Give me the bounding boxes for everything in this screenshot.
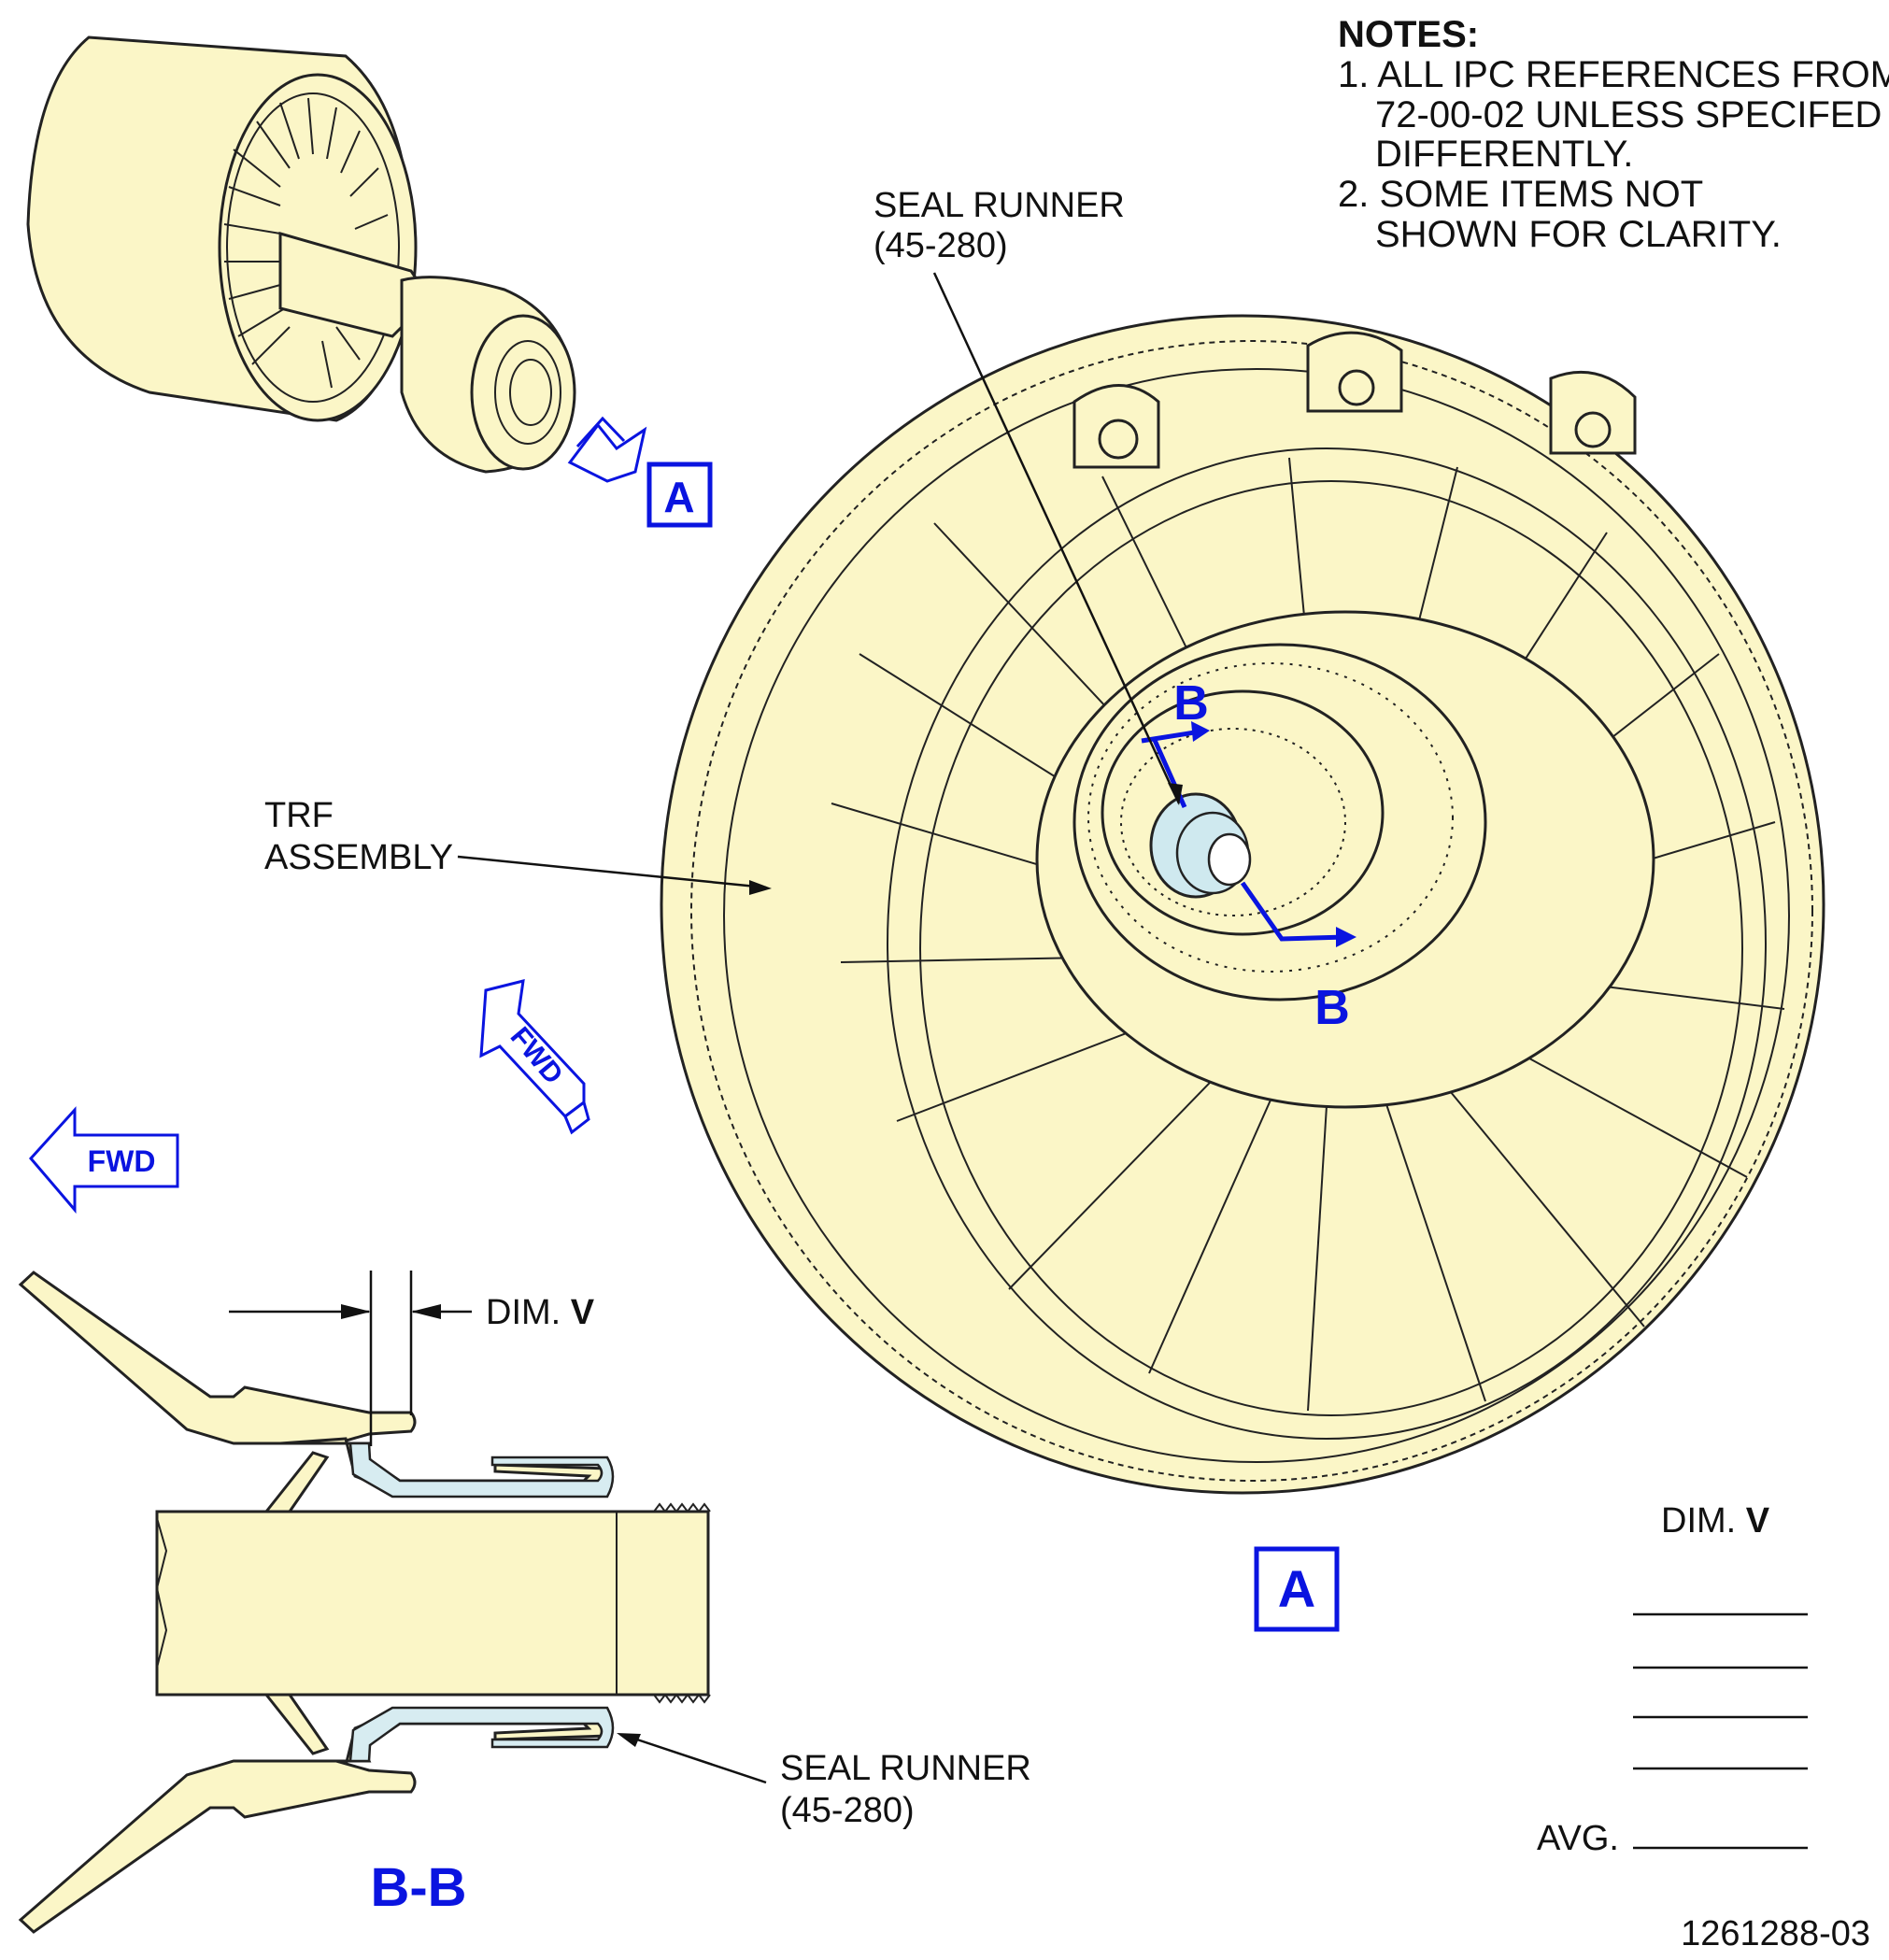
- svg-text:(45-280): (45-280): [780, 1791, 915, 1830]
- svg-text:(45-280): (45-280): [873, 226, 1008, 265]
- svg-text:DIM. V: DIM. V: [486, 1293, 595, 1332]
- svg-text:SEAL RUNNER: SEAL RUNNER: [873, 186, 1125, 225]
- svg-text:SEAL RUNNER: SEAL RUNNER: [780, 1749, 1031, 1788]
- seal-runner-label-top: SEAL RUNNER (45-280): [873, 186, 1183, 805]
- svg-text:A: A: [1278, 1559, 1315, 1618]
- note-line-4: 2. SOME ITEMS NOT: [1338, 174, 1703, 215]
- section-bb-illustration: [18, 1271, 711, 1934]
- view-a-callout-bottom: A: [1254, 1546, 1340, 1632]
- note-line-2: 72-00-02 UNLESS SPECIFED: [1375, 94, 1882, 135]
- trf-assembly-illustration: [660, 314, 1825, 1495]
- note-line-3: DIFFERENTLY.: [1375, 134, 1633, 175]
- section-b-label-bottom: B: [1314, 981, 1350, 1035]
- notes-block: NOTES: 1. ALL IPC REFERENCES FROM 72-00-…: [1338, 14, 1889, 255]
- svg-text:A: A: [663, 473, 694, 521]
- note-line-1: 1. ALL IPC REFERENCES FROM: [1338, 54, 1889, 95]
- svg-text:FWD: FWD: [88, 1144, 156, 1178]
- svg-text:TRF: TRF: [264, 796, 334, 835]
- figure-number: 1261288-03: [1681, 1914, 1870, 1953]
- fwd-arrow-isometric: FWD: [479, 979, 590, 1135]
- fwd-arrow: FWD: [29, 1106, 179, 1214]
- dim-v-record-table: DIM. V AVG.: [1537, 1501, 1808, 1858]
- trf-assembly-label: TRF ASSEMBLY: [264, 796, 772, 895]
- svg-text:DIM. V: DIM. V: [1661, 1501, 1770, 1541]
- view-a-callout-top: A: [646, 462, 713, 528]
- seal-runner-label-bottom: SEAL RUNNER (45-280): [617, 1733, 1031, 1830]
- section-b-label-top: B: [1173, 676, 1209, 731]
- dim-v-indicator: DIM. V: [229, 1271, 595, 1446]
- notes-heading: NOTES:: [1338, 14, 1479, 55]
- note-line-5: SHOWN FOR CLARITY.: [1375, 214, 1782, 255]
- engine-overview-illustration: [26, 36, 647, 483]
- section-bb-title: B-B: [370, 1857, 466, 1918]
- avg-label: AVG.: [1537, 1819, 1619, 1858]
- svg-text:ASSEMBLY: ASSEMBLY: [264, 838, 453, 877]
